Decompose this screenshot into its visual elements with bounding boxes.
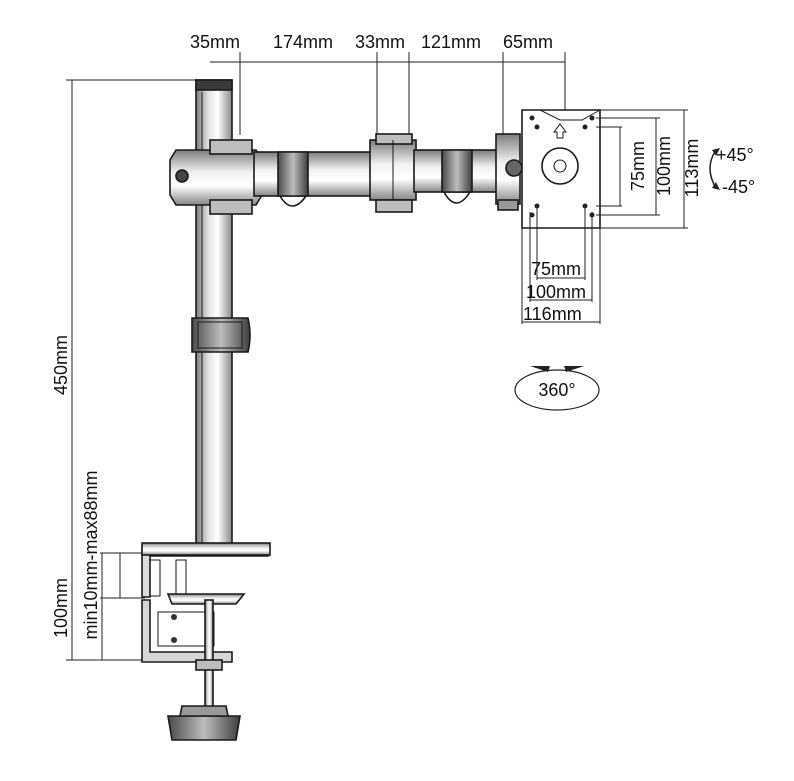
dim-label-174mm: 174mm [273,32,333,52]
clamp-dimension [100,552,145,661]
arm-joint [169,139,263,215]
clamp-depth-label: 100mm [51,578,71,638]
rotation-indicator [514,366,600,411]
dim-label-33mm: 33mm [355,32,405,52]
tilt-arrow [709,148,720,190]
vesa-plate [521,109,601,229]
vesa-vertical-dimensions [596,109,688,229]
tilt-down-label: -45° [722,177,755,197]
arm-segment-1 [253,151,377,207]
middle-joint [369,133,417,213]
tilt-head [495,133,523,211]
cable-clip [191,317,251,353]
vesa-h100-label: 100mm [526,282,586,302]
arm-segment-2 [413,149,501,204]
vesa-v113-label: 113mm [682,139,702,198]
tilt-up-label: +45° [716,145,754,165]
dim-label-121mm: 121mm [421,32,481,52]
vesa-v100-label: 100mm [654,136,674,196]
clamp-range-label: min10mm-max88mm [81,470,101,639]
dim-label-35mm: 35mm [190,32,240,52]
top-dimension-line [210,52,566,142]
vesa-h116-label: 116mm [523,304,582,324]
pole-height-label: 450mm [51,335,71,395]
vesa-v75-label: 75mm [628,141,648,191]
rotation-label: 360° [538,380,575,400]
dim-label-65mm: 65mm [503,32,553,52]
vesa-horizontal-dimensions [521,204,601,324]
desk-clamp [141,542,271,741]
vesa-h75-label: 75mm [531,259,581,279]
